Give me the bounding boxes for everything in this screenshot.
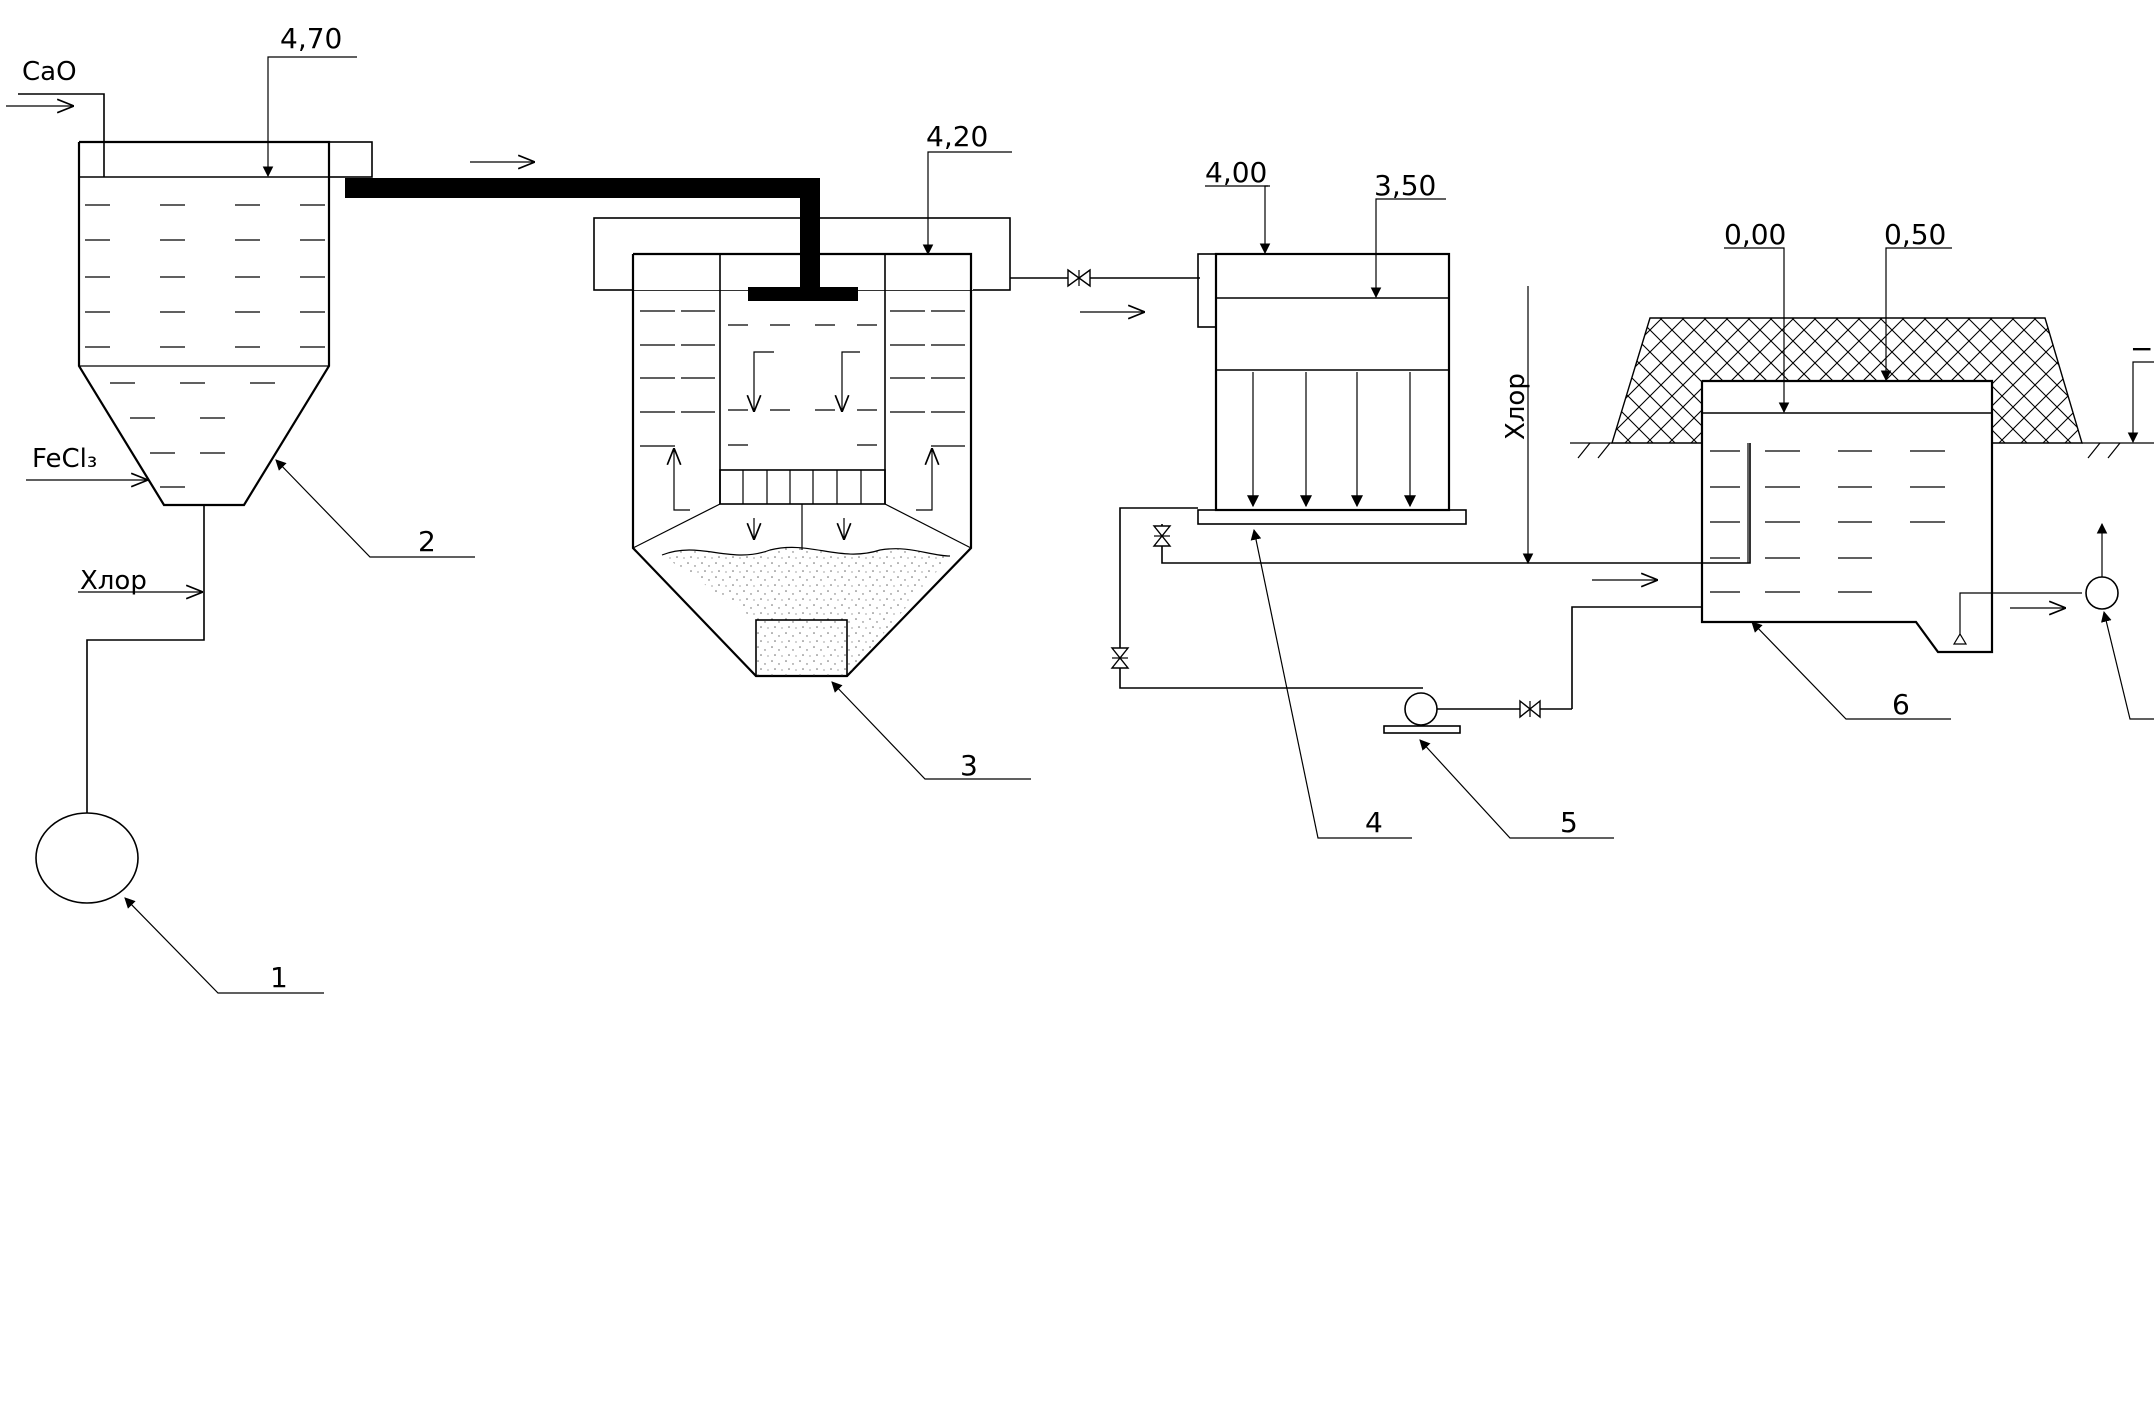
chlorine-input-2: Хлор — [1501, 286, 1534, 565]
item-6-reservoir — [1570, 317, 2154, 654]
item-4-filter — [1197, 252, 1467, 525]
elevation-label-7: −0 — [2130, 332, 2154, 365]
cao-input: CaO — [6, 57, 105, 177]
elevation-label-1: 4,70 — [280, 22, 342, 55]
item-number-1: 1 — [270, 961, 288, 994]
elevation-mark-6: 0,50 — [1880, 218, 1952, 382]
elevation-mark-7: −0 — [2127, 332, 2154, 444]
elevation-mark-4: 3,50 — [1370, 169, 1446, 299]
chlorine-label-1: Хлор — [80, 566, 147, 596]
piping-network — [1110, 443, 1751, 734]
elevation-mark-3: 4,00 — [1205, 156, 1271, 255]
leader-3: 3 — [831, 681, 1031, 782]
elevation-mark-1: 4,70 — [262, 22, 357, 178]
item-number-4: 4 — [1365, 806, 1383, 839]
elevation-mark-2: 4,20 — [922, 120, 1012, 256]
elevation-mark-5: 0,00 — [1724, 218, 1790, 414]
chlorine-input-1: Хлор — [78, 566, 203, 596]
elevation-label-2: 4,20 — [926, 120, 988, 153]
leader-6: 6 — [1751, 621, 1951, 721]
elevation-label-6: 0,50 — [1884, 218, 1946, 251]
leader-5: 5 — [1419, 739, 1614, 839]
fecl3-input: FeCl₃ — [26, 444, 148, 480]
chlorine-label-2: Хлор — [1501, 373, 1531, 440]
leader-1: 1 — [124, 897, 324, 994]
leader-4: 4 — [1250, 528, 1412, 839]
elevation-label-3: 4,00 — [1205, 156, 1267, 189]
elevation-label-5: 0,00 — [1724, 218, 1786, 251]
elevation-label-4: 3,50 — [1374, 169, 1436, 202]
item-3-clarifier — [593, 217, 1011, 678]
item-number-5: 5 — [1560, 806, 1578, 839]
cao-label: CaO — [22, 57, 77, 87]
fecl3-label: FeCl₃ — [32, 444, 97, 474]
item-number-2: 2 — [418, 525, 436, 558]
item-2-mixer — [77, 140, 373, 507]
item-number-6: 6 — [1892, 688, 1910, 721]
leader-2: 2 — [275, 459, 475, 558]
item-number-3: 3 — [960, 749, 978, 782]
leader-7-partial — [2101, 610, 2154, 720]
pipe-clarifier-to-filter — [1010, 268, 1200, 312]
item-1-vessel — [35, 505, 205, 904]
